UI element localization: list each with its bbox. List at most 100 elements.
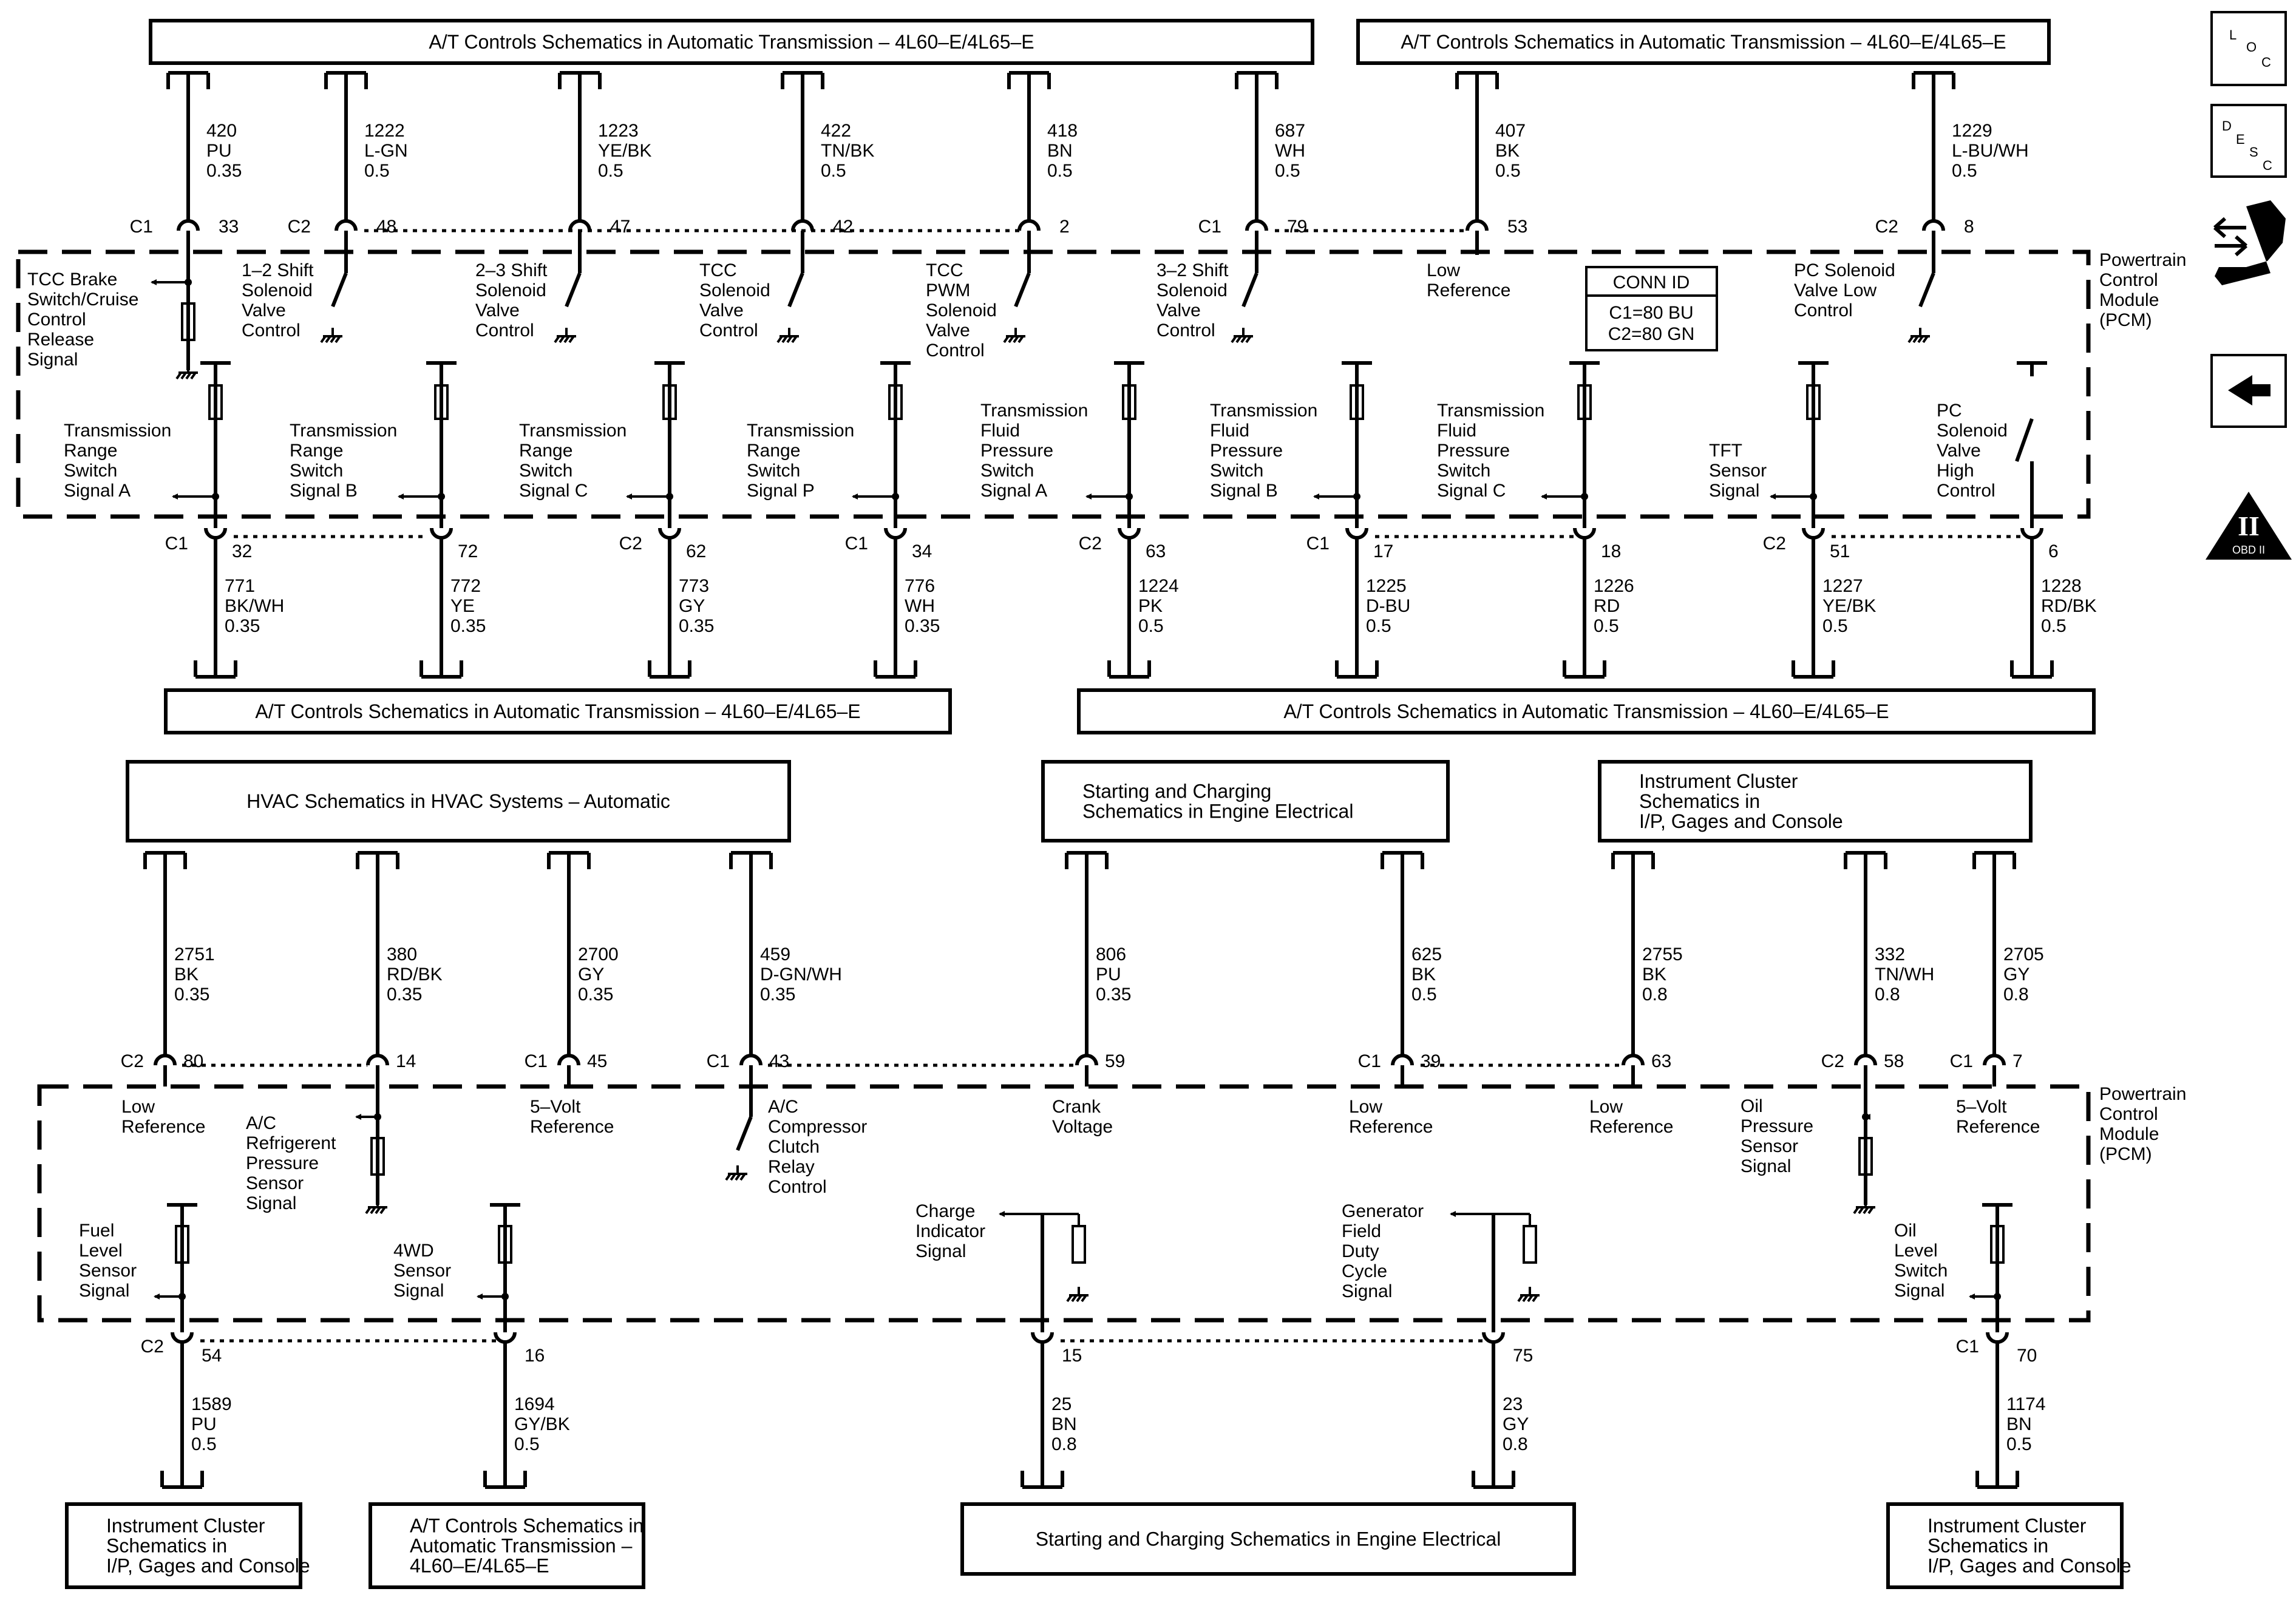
- function-label: Indicator: [915, 1221, 985, 1241]
- ground-hatch: [781, 335, 788, 344]
- connector-pin: [1118, 527, 1141, 540]
- function-label: Low: [121, 1097, 155, 1117]
- function-label: Valve: [242, 300, 286, 320]
- connector-pin: [204, 527, 227, 540]
- loc-button[interactable]: LOC: [2210, 11, 2287, 86]
- wire-label: 2705: [2003, 944, 2044, 964]
- reference-box-text: I/P, Gages and Console: [1927, 1555, 2131, 1577]
- pin-number: 14: [396, 1051, 416, 1071]
- function-label: Transmission: [64, 421, 171, 441]
- ground-hatch: [379, 1206, 386, 1215]
- function-label: Fuel: [79, 1221, 114, 1241]
- connector-pin: [568, 219, 591, 231]
- function-label: Reference: [1427, 280, 1510, 300]
- wire-label: 0.5: [1411, 985, 1437, 1005]
- pin-number: 51: [1830, 541, 1850, 561]
- reference-box-text: 4L60–E/4L65–E: [410, 1555, 549, 1577]
- wire-label: L-BU/WH: [1952, 141, 2029, 161]
- function-label: PC Solenoid: [1794, 260, 1895, 280]
- function-label: Switch: [1210, 461, 1263, 481]
- back-button[interactable]: [2210, 354, 2287, 428]
- wire-label: TN/BK: [821, 141, 874, 161]
- wire-label: 23: [1503, 1394, 1523, 1414]
- wire-label: 1223: [598, 121, 639, 141]
- function-label: Transmission: [980, 401, 1088, 421]
- pin-number: 6: [2048, 541, 2059, 561]
- wire-label: 380: [387, 944, 417, 964]
- ground-hatch: [1076, 1294, 1082, 1303]
- ground-hatch: [1081, 1294, 1087, 1303]
- ground-hatch: [1527, 1294, 1533, 1303]
- connector-wrench-icon[interactable]: [2213, 200, 2286, 285]
- connector-pin: [557, 1054, 580, 1066]
- ref-top-2: A/T Controls Schematics in Automatic Tra…: [1356, 19, 2051, 65]
- wire-label: 1229: [1952, 121, 1992, 141]
- ground-hatch: [1867, 1206, 1874, 1215]
- wire-label: 25: [1051, 1394, 1072, 1414]
- function-label: Range: [519, 441, 572, 461]
- obd-label: OBD II: [2232, 544, 2265, 556]
- function-label: Duty: [1342, 1241, 1379, 1261]
- resistor: [1523, 1225, 1537, 1264]
- ground-hatch: [776, 335, 783, 344]
- resistor: [888, 384, 903, 420]
- wire-label: BN: [1047, 141, 1073, 161]
- function-label: Solenoid: [1156, 280, 1228, 300]
- reference-box-text: I/P, Gages and Console: [106, 1555, 310, 1577]
- function-label: Oil: [1741, 1096, 1763, 1116]
- wire-label: D-GN/WH: [760, 964, 842, 985]
- reference-box-text: Schematics in: [1639, 790, 1760, 812]
- wire-label: 0.5: [1594, 616, 1619, 636]
- pin-number: 43: [769, 1051, 789, 1071]
- connector-pin: [1345, 527, 1368, 540]
- reference-boxes: A/T Controls Schematics in Automatic Tra…: [65, 19, 2131, 1589]
- function-label: Range: [747, 441, 800, 461]
- reference-box-frame: [164, 688, 952, 734]
- ground-hatch: [1858, 1206, 1864, 1215]
- wire-label: GY: [578, 964, 604, 985]
- resistor: [370, 1137, 385, 1176]
- wire-label: 0.8: [2003, 985, 2029, 1005]
- wire-label: L-GN: [364, 141, 408, 161]
- function-label: TFT: [1709, 441, 1742, 461]
- ground-hatch: [1231, 335, 1237, 344]
- function-label: Solenoid: [242, 280, 313, 300]
- resistor: [498, 1225, 512, 1264]
- ground-hatch: [1907, 335, 1914, 344]
- wire-label: 1225: [1366, 576, 1407, 596]
- pin-number: 15: [1062, 1346, 1082, 1366]
- pin-number: 7: [2012, 1051, 2023, 1071]
- connector-pin: [335, 219, 358, 231]
- connector-pin: [739, 1054, 763, 1066]
- resistor: [181, 302, 195, 341]
- connector-id: C1: [130, 217, 153, 237]
- resistor: [662, 384, 677, 420]
- ground-hatch: [1912, 335, 1919, 344]
- ground-hatch: [1235, 335, 1242, 344]
- function-label: Sensor: [1741, 1136, 1798, 1156]
- switch-blade: [2015, 418, 2034, 463]
- function-label: Control: [475, 320, 534, 341]
- connector-pin: [1983, 1054, 2006, 1066]
- wire-label: 0.5: [364, 161, 390, 181]
- pin-number: 59: [1105, 1051, 1125, 1071]
- function-label: PWM: [926, 280, 970, 300]
- ground-hatch: [791, 335, 798, 344]
- ground-hatch: [1522, 1294, 1529, 1303]
- connector-pin: [1854, 1054, 1877, 1066]
- ground-hatch: [1245, 335, 1252, 344]
- function-label: Oil: [1894, 1221, 1917, 1241]
- connector-id: C1: [165, 534, 188, 554]
